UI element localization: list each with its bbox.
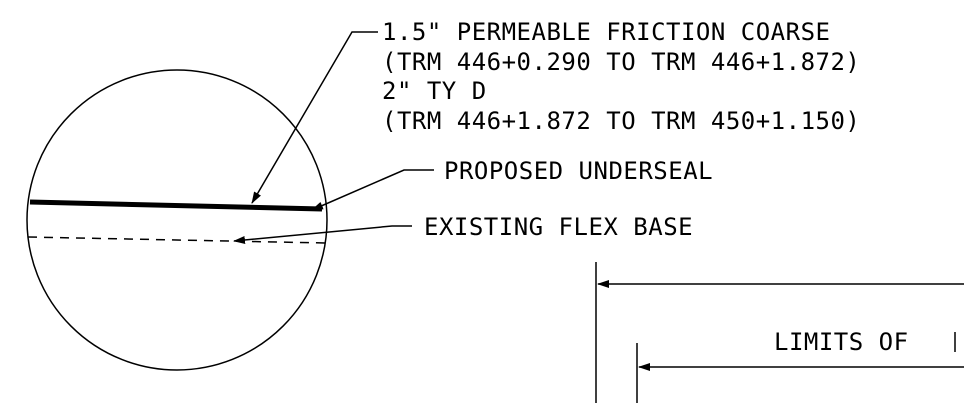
flex-base-callout: EXISTING FLEX BASE (424, 213, 693, 241)
underseal-callout: PROPOSED UNDERSEAL (444, 157, 713, 185)
pfc-callout-line1: 1.5" PERMEABLE FRICTION COARSE (382, 18, 830, 46)
underseal-line (29, 199, 323, 212)
limits-label: LIMITS OF (774, 328, 909, 356)
tyd-callout-line1: 2" TY D (382, 77, 487, 105)
flex-base-leader-line (233, 225, 412, 244)
detail-circle (26, 69, 328, 371)
underseal-leader-line (311, 169, 434, 211)
flex-base-line (27, 236, 327, 244)
pfc-callout-line2: (TRM 446+0.290 TO TRM 446+1.872) (382, 48, 860, 76)
tyd-callout-line2: (TRM 446+1.872 TO TRM 450+1.150) (382, 107, 860, 135)
pfc-leader-line (251, 31, 378, 204)
